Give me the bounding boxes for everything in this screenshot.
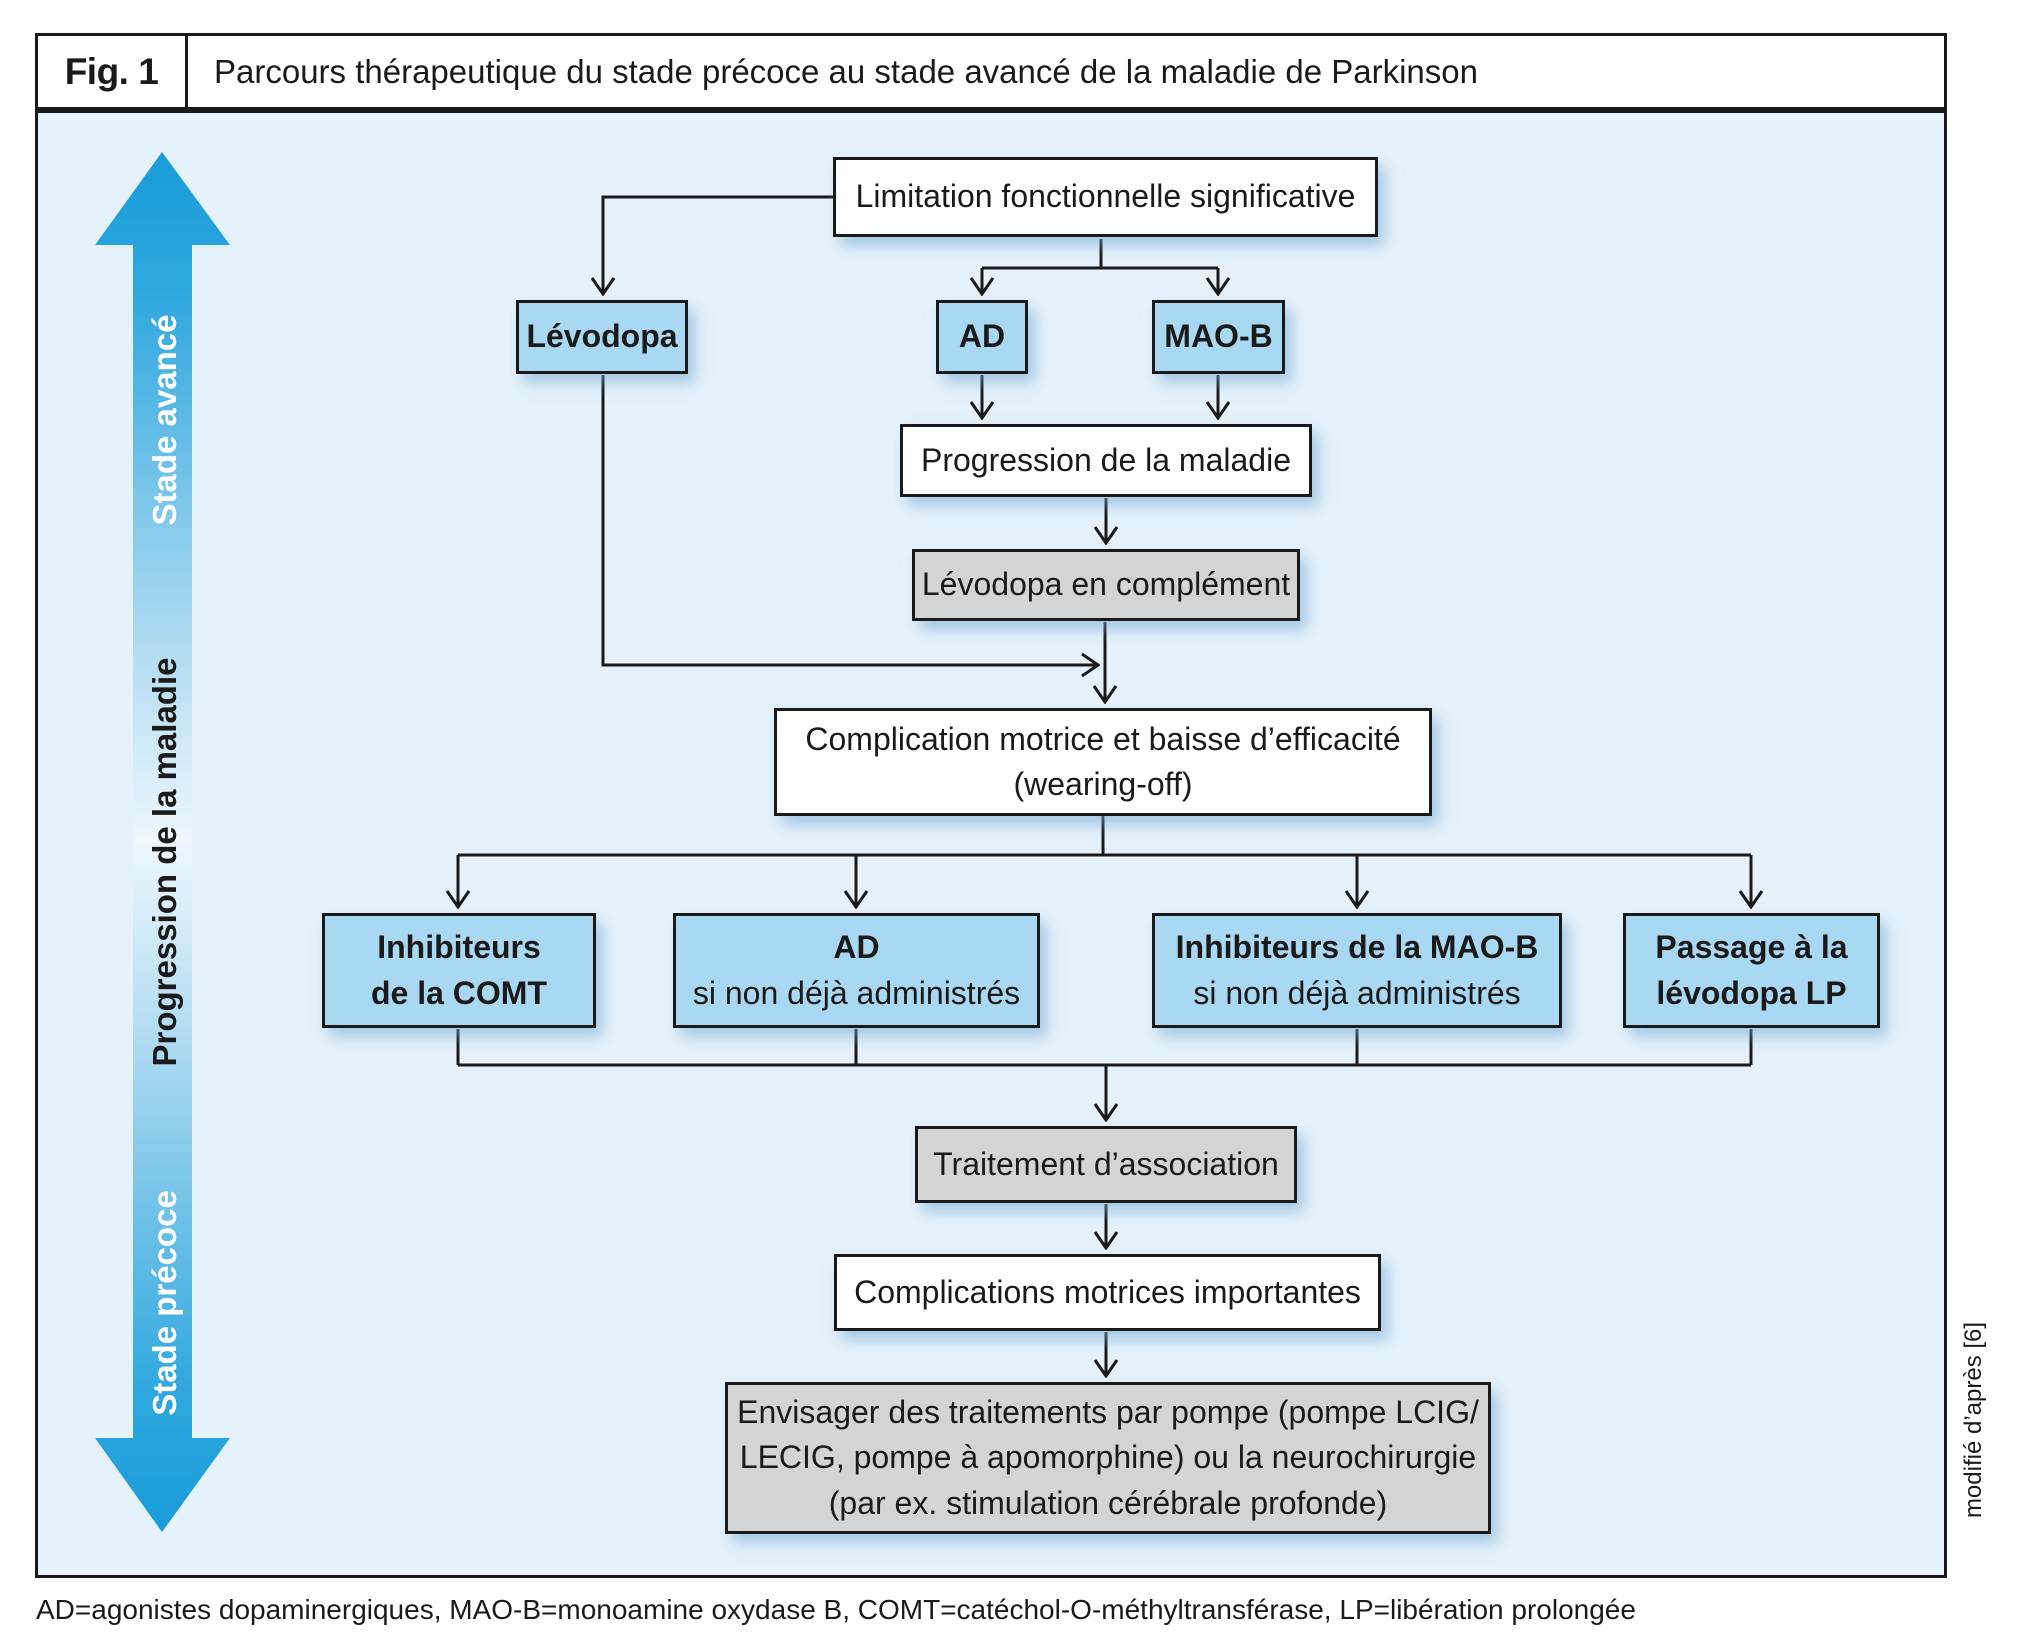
abbreviations-footnote: AD=agonistes dopaminergiques, MAO-B=mono…: [36, 1594, 1636, 1625]
node-traitements-pompe-neurochirurgie: Envisager des traitements par pompe (pom…: [725, 1382, 1491, 1534]
stage-early-label: Stade précoce: [146, 1190, 183, 1416]
node-inhibiteurs-comt: Inhibiteurs de la COMT: [322, 913, 596, 1028]
node-inhibiteurs-maob: Inhibiteurs de la MAO-B si non déjà admi…: [1152, 913, 1562, 1028]
progression-axis-label: Progression de la maladie: [146, 657, 183, 1067]
stage-advanced-label: Stade avancé: [146, 314, 183, 526]
figure-title-bar: Fig. 1 Parcours thérapeutique du stade p…: [35, 33, 1947, 110]
node-progression-maladie: Progression de la maladie: [900, 424, 1312, 497]
node-complication-motrice: Complication motrice et baisse d’efficac…: [774, 708, 1432, 816]
node-complications-importantes: Complications motrices importantes: [834, 1254, 1381, 1331]
source-note: modifié d’après [6]: [1960, 1321, 1987, 1519]
node-ad: AD: [936, 300, 1028, 374]
node-passage-levodopa-lp: Passage à la lévodopa LP: [1623, 913, 1880, 1028]
node-ad-si-non-administres: AD si non déjà administrés: [673, 913, 1040, 1028]
figure-title: Parcours thérapeutique du stade précoce …: [214, 52, 1478, 90]
node-levodopa: Lévodopa: [516, 300, 688, 374]
figure-number: Fig. 1: [38, 36, 188, 107]
node-levodopa-complement: Lévodopa en complément: [912, 549, 1300, 621]
node-traitement-association: Traitement d’association: [915, 1126, 1297, 1203]
node-limitation-fonctionnelle: Limitation fonctionnelle significative: [833, 157, 1378, 237]
node-maob: MAO-B: [1152, 300, 1285, 374]
